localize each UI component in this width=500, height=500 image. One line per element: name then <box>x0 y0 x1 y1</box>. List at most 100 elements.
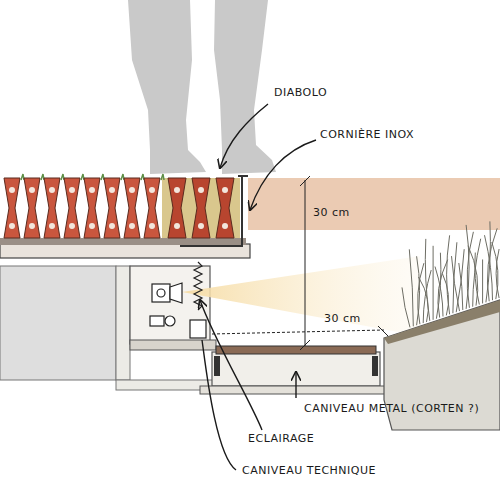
sand-fill <box>162 178 240 238</box>
plant-stem <box>468 246 478 306</box>
paver-hole <box>49 187 55 193</box>
callout-label: 30 cm <box>311 206 352 219</box>
gutter-base <box>200 386 390 394</box>
grass-tuft <box>81 174 84 180</box>
callout-label: DIABOLO <box>272 86 329 99</box>
person-silhouette <box>128 0 276 174</box>
paver-hole <box>109 187 115 193</box>
sketch-stroke <box>300 176 310 186</box>
paver-hole <box>174 187 180 193</box>
dimension-line <box>212 176 388 350</box>
diabolo-paver <box>24 178 40 238</box>
diabolo-paver <box>64 178 80 238</box>
sketch-stroke <box>378 326 388 336</box>
paver-hole <box>9 223 15 229</box>
plant-stem <box>496 249 499 298</box>
plant-stem <box>402 287 410 327</box>
callout-label: CANIVEAU METAL (CORTEN ?) <box>302 402 481 415</box>
diabolo-paver <box>216 178 234 238</box>
sketch-stroke <box>150 316 164 326</box>
grass-tuft <box>161 174 164 180</box>
grass-tuft <box>101 174 104 180</box>
paver-hole <box>198 223 204 229</box>
paver-hole <box>89 187 95 193</box>
plant-stem <box>452 256 460 311</box>
diabolo-paver <box>144 178 160 238</box>
sketch-stroke <box>250 140 316 210</box>
sketch-stroke <box>128 0 206 174</box>
paver-hole <box>222 187 228 193</box>
paver-hole <box>129 187 135 193</box>
sketch-stroke <box>190 320 206 338</box>
diabolo-paver <box>168 178 186 238</box>
stainless-angle <box>238 175 248 177</box>
plant-stem <box>485 235 493 300</box>
paver-hole <box>69 223 75 229</box>
sketch-stroke <box>295 372 296 398</box>
callout-label: ECLAIRAGE <box>246 432 316 445</box>
paver-hole <box>69 187 75 193</box>
plant-stem <box>433 246 434 320</box>
callout-label: 30 cm <box>322 312 363 325</box>
paver-hole <box>29 223 35 229</box>
sketch-stroke <box>212 330 384 334</box>
paver-hole <box>149 223 155 229</box>
plant-stem <box>447 235 450 314</box>
paver-hole <box>222 223 228 229</box>
paver-hole <box>9 187 15 193</box>
diabolo-paver <box>192 178 210 238</box>
sketch-stroke <box>200 300 262 430</box>
grass-tuft <box>41 174 44 180</box>
grass-tuft <box>141 174 144 180</box>
grass-tuft <box>121 174 124 180</box>
light-beam <box>182 256 420 336</box>
gutter-seal <box>372 356 378 376</box>
soil-layer <box>248 178 500 230</box>
grass-tuft <box>61 174 64 180</box>
plants <box>402 221 499 327</box>
callout-label: CANIVEAU TECHNIQUE <box>240 464 378 477</box>
paver-hole <box>149 187 155 193</box>
grass-tuft <box>21 174 24 180</box>
paver-hole <box>174 223 180 229</box>
sketch-stroke <box>214 0 276 174</box>
paver-hole <box>109 223 115 229</box>
diabolo-paver <box>44 178 60 238</box>
sketch-stroke <box>170 283 182 303</box>
sketch-stroke <box>165 316 175 326</box>
paver-hole <box>89 223 95 229</box>
bedding <box>0 238 246 245</box>
plant-stem <box>482 259 483 303</box>
diabolo-pavers <box>4 174 240 238</box>
sketch-stroke <box>305 180 306 346</box>
wall <box>116 266 130 380</box>
gutter-grate <box>216 346 376 354</box>
sketch-stroke <box>157 289 165 297</box>
diabolo-paver <box>4 178 20 238</box>
paver-hole <box>29 187 35 193</box>
diabolo-paver <box>104 178 120 238</box>
foundation-block <box>0 266 116 380</box>
plant-stem <box>435 267 443 317</box>
diabolo-paver <box>124 178 140 238</box>
paver-hole <box>198 187 204 193</box>
leader-line <box>200 104 316 470</box>
plant-stem <box>475 253 480 305</box>
paver-hole <box>129 223 135 229</box>
sketch-stroke <box>300 340 310 350</box>
paver-hole <box>49 223 55 229</box>
sketch-stroke <box>202 340 236 470</box>
callout-label: CORNIÈRE INOX <box>318 128 416 141</box>
technical-channel <box>130 266 210 344</box>
soil-slope <box>384 300 500 344</box>
plant-stem <box>425 239 430 321</box>
sketch-stroke <box>220 104 268 168</box>
diabolo-paver <box>84 178 100 238</box>
plant-stem <box>459 263 463 310</box>
plant-stem <box>409 249 413 326</box>
light-fixture <box>150 262 206 338</box>
sketch-stroke <box>152 284 170 302</box>
gutter-seal <box>214 356 220 376</box>
